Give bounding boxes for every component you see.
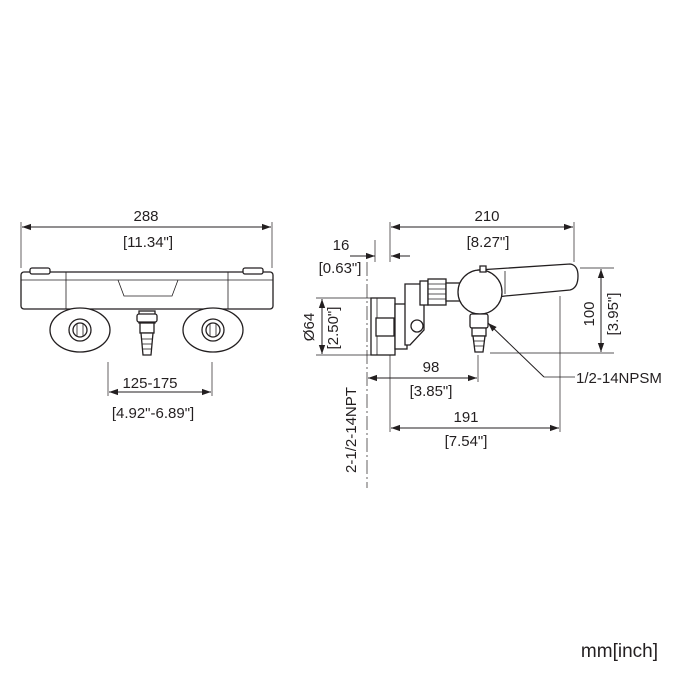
width-mm-label: 288 bbox=[133, 208, 158, 225]
front-view: 288 [11.34"] bbox=[20, 208, 274, 422]
connector-side bbox=[404, 278, 461, 346]
right-inlet-union bbox=[182, 307, 244, 353]
depth-mm-label: 210 bbox=[474, 208, 499, 225]
units-label: mm[inch] bbox=[581, 641, 658, 662]
depth-in-label: [8.27"] bbox=[467, 234, 510, 251]
inlet-thread-label: 2-1/2-14NPT bbox=[343, 387, 360, 473]
escutcheon-mm-label: Ø64 bbox=[301, 313, 318, 341]
body-depth-in-label: [7.54"] bbox=[445, 433, 488, 450]
outlet-thread-label: 1/2-14NPSM bbox=[576, 370, 662, 387]
mixer-body-side bbox=[457, 263, 579, 315]
center-outlet-front bbox=[136, 310, 158, 356]
offset-in-label: [3.85"] bbox=[410, 383, 453, 400]
height-in-label: [3.95"] bbox=[605, 293, 622, 336]
side-view: 210 [8.27"] 16 [0.63"] Ø64 [2.50"] 2-1/2… bbox=[301, 208, 662, 488]
body-depth-mm-label: 191 bbox=[453, 409, 478, 426]
wall-gap-in-label: [0.63"] bbox=[319, 260, 362, 277]
height-mm-label: 100 bbox=[581, 301, 598, 326]
wall-gap-mm-label: 16 bbox=[333, 237, 350, 254]
outlet-leader bbox=[487, 322, 545, 378]
mixer-body-front bbox=[20, 267, 274, 310]
escutcheon-side bbox=[370, 297, 408, 356]
width-in-label: [11.34"] bbox=[123, 234, 173, 251]
escutcheon-in-label: [2.50"] bbox=[325, 307, 342, 350]
centers-in-label: [4.92"-6.89"] bbox=[112, 405, 194, 422]
offset-mm-label: 98 bbox=[423, 359, 440, 376]
outlet-side bbox=[469, 313, 489, 353]
centers-mm-label: 125-175 bbox=[122, 375, 177, 392]
left-inlet-union bbox=[49, 307, 111, 353]
